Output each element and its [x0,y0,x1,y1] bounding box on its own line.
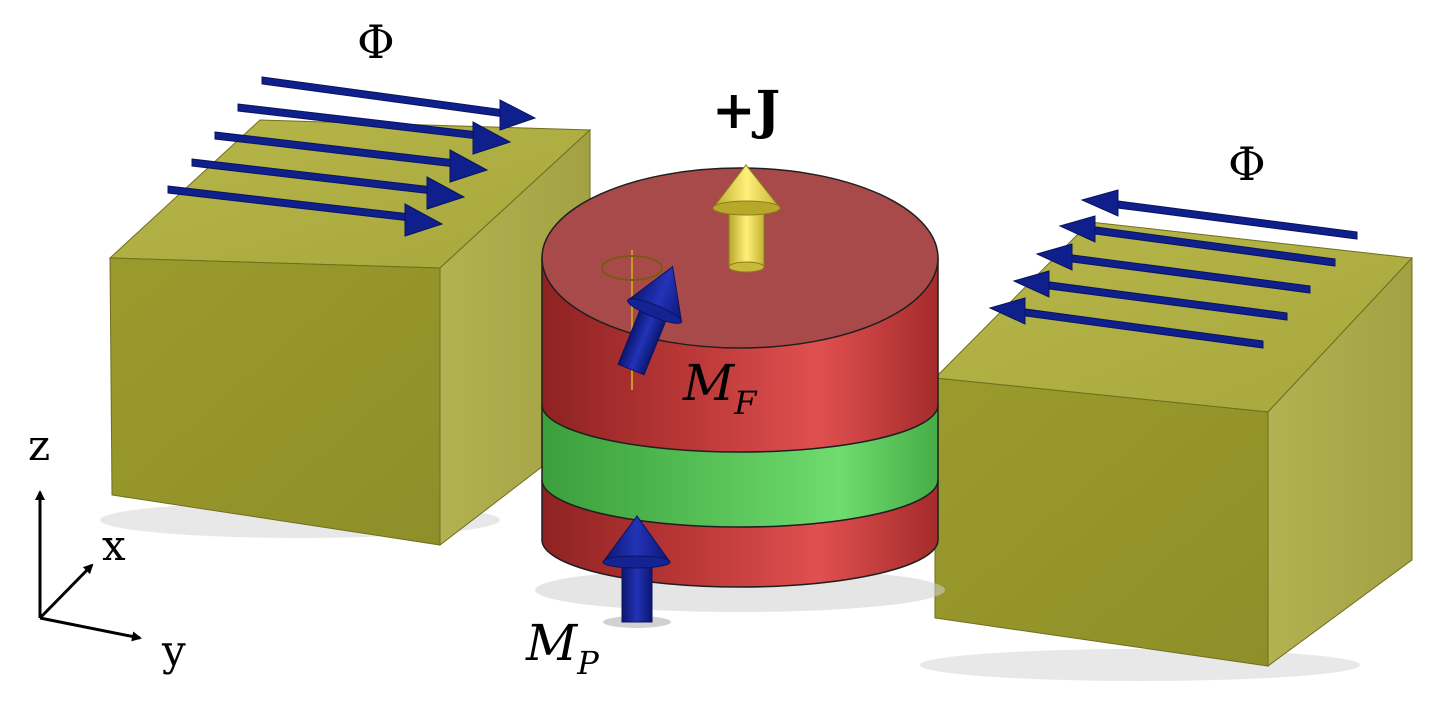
flux-arrow-icon [1035,243,1311,294]
right-block-front-face [934,377,1269,667]
flux-arrow-icon [1058,215,1336,267]
pinned-layer-subscript: P [576,644,599,682]
flux-arrow-icon [214,131,489,183]
left-flux-arrows [167,76,537,237]
axis-y-label: y [161,626,186,675]
free-layer-symbol: M [682,354,736,412]
pinned-layer-label: MP [525,614,599,682]
right-magnet-block [920,221,1414,681]
free-magnetization-arrow-icon [601,250,683,390]
flux-arrow-icon [237,103,512,155]
right-flux-arrows [988,189,1358,349]
current-label: +J [712,80,780,141]
axis-z-label: z [28,421,50,470]
current-arrow-icon [711,164,782,273]
coordinate-axes: z x y [28,421,186,675]
pinned-magnetization-arrow-icon [602,515,671,628]
flux-label-left: Φ [357,15,395,69]
right-block-side-face [1267,256,1413,667]
free-layer-subscript: F [733,384,758,422]
flux-label-right: Φ [1228,137,1266,191]
flux-arrow-icon [1080,189,1358,240]
flux-arrow-icon [988,297,1264,349]
free-layer-label: MF [682,354,758,422]
pinned-layer-symbol: M [525,614,579,672]
left-block-front-face [109,257,441,546]
flux-arrow-icon [261,76,537,131]
flux-arrow-icon [191,158,466,210]
axis-x-label: x [102,521,126,570]
flux-arrow-icon [1012,270,1288,321]
flux-arrow-icon [167,185,444,237]
